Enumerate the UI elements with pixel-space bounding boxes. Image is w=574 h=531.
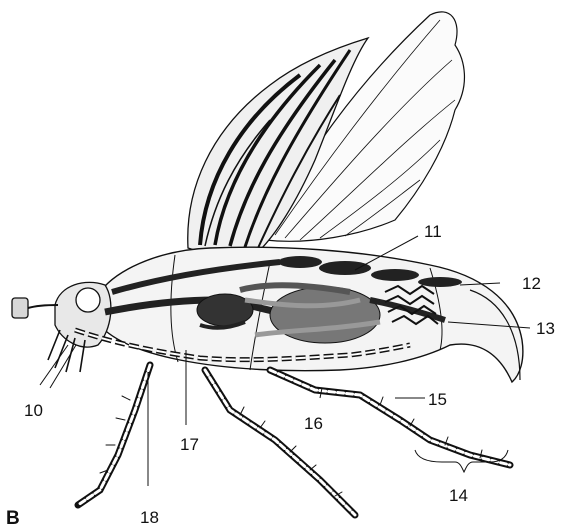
panel-letter: B (6, 508, 20, 530)
label-16: 16 (304, 415, 323, 432)
label-11: 11 (424, 223, 442, 240)
label-10: 10 (24, 402, 43, 419)
label-18: 18 (140, 509, 159, 526)
label-12: 12 (522, 275, 541, 292)
label-13: 13 (536, 320, 555, 337)
head (12, 282, 111, 372)
label-17: 17 (180, 436, 199, 453)
label-15: 15 (428, 391, 447, 408)
label-14: 14 (449, 487, 468, 504)
legs (78, 365, 510, 515)
